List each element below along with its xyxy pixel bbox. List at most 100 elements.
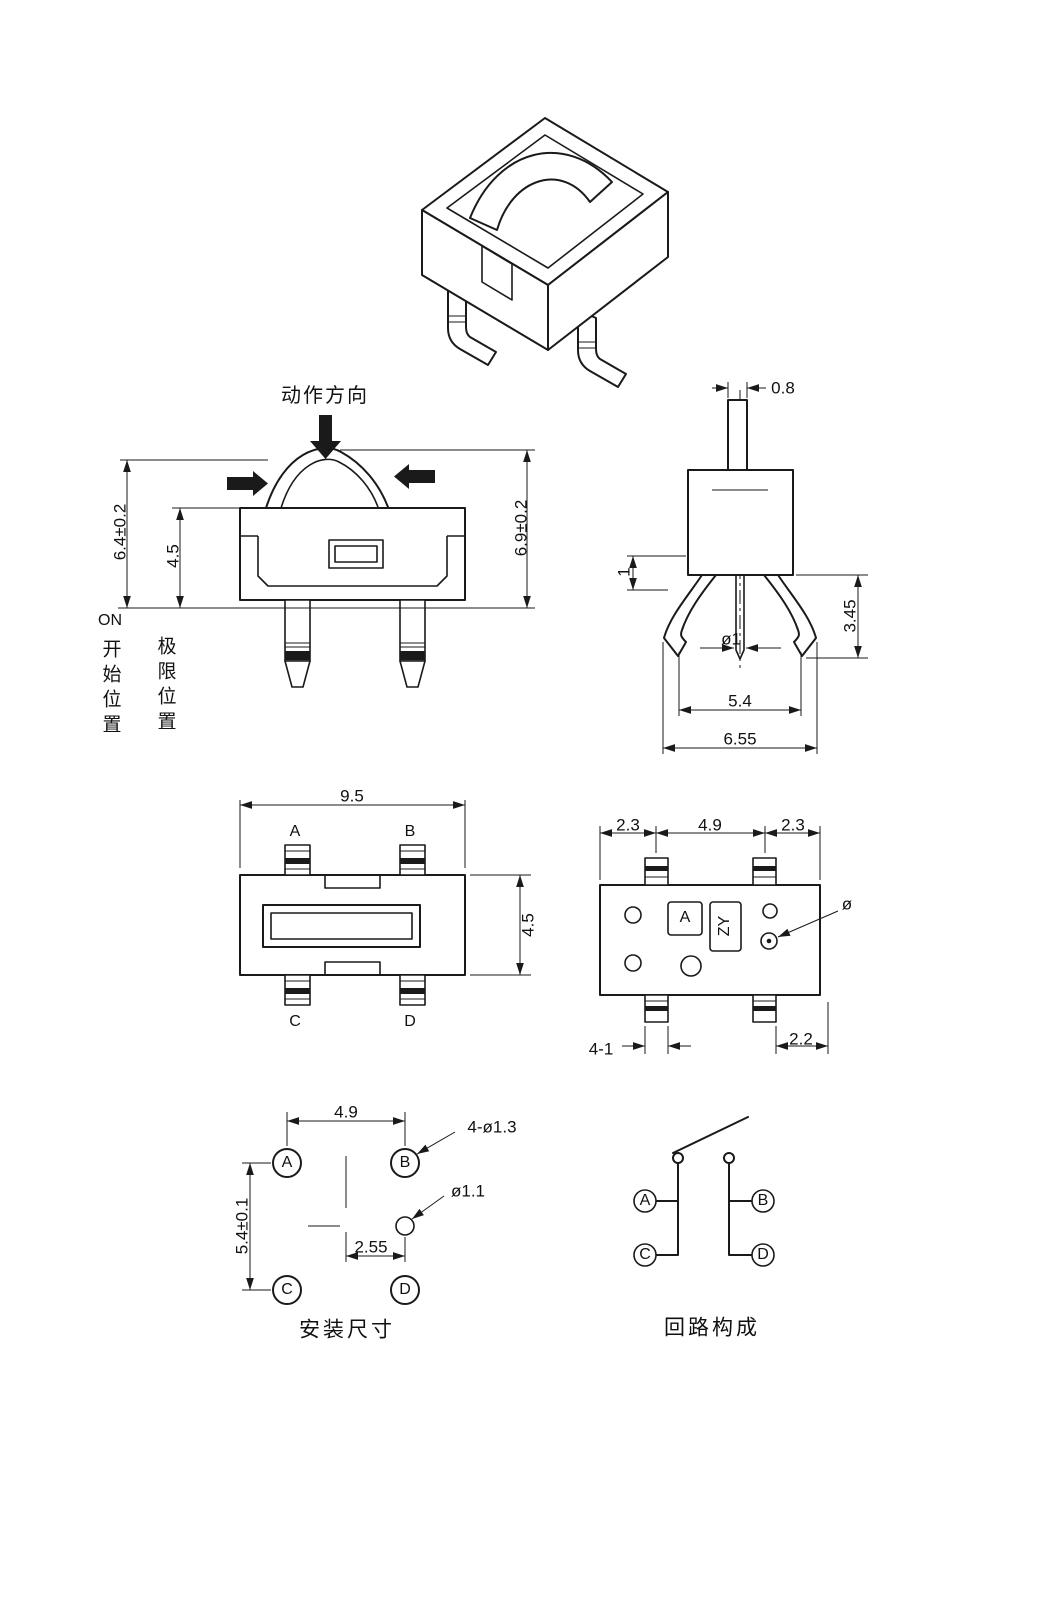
terminal-d-ribs xyxy=(400,980,425,1000)
circuit-terminal-a xyxy=(633,1189,657,1213)
front-contact-window xyxy=(328,539,384,569)
terminal-a-band xyxy=(285,858,310,864)
hole-top-left xyxy=(624,906,642,924)
front-contact-window-inner xyxy=(334,545,378,563)
marking-zy-label: ZY xyxy=(716,915,733,937)
mount-center-offset-label: 2.55 xyxy=(354,1237,388,1257)
iso-right-leg xyxy=(577,309,627,388)
switch-blade xyxy=(672,1116,749,1154)
limit-position-label: 极限位置 xyxy=(154,636,176,736)
marking-a-box xyxy=(667,901,703,936)
dia-symbol-label: ø xyxy=(841,894,853,914)
terminal-b-label: B xyxy=(404,823,416,840)
front-lever-outer xyxy=(265,447,389,509)
dim-width-label: 9.5 xyxy=(340,786,364,806)
side-dim-54-ext xyxy=(678,652,802,716)
circuit-c-label: C xyxy=(639,1246,651,1263)
dim-leg-height-label: 3.45 xyxy=(840,599,860,633)
front-right-leg-band xyxy=(400,651,425,660)
dim-stem-width-label: 0.8 xyxy=(771,378,795,398)
dim-height-limit-label: 4.5 xyxy=(163,544,183,568)
contact-left xyxy=(672,1152,684,1164)
front-inner-contour xyxy=(240,535,465,587)
hole-top-right xyxy=(762,903,778,919)
mount-holes-label: 4-ø1.3 xyxy=(467,1117,517,1137)
pad-d-label: D xyxy=(399,1281,411,1298)
terminal-d-band xyxy=(400,988,425,994)
front-left-leg xyxy=(284,599,311,662)
terminal-c-ribs xyxy=(285,980,310,1000)
pad-a-label: A xyxy=(281,1154,293,1171)
front-right-leg-tip xyxy=(399,660,426,688)
bottomview-terminal-c-band xyxy=(645,1006,668,1011)
action-arrow-left-head xyxy=(394,464,409,489)
hole-bottom-left xyxy=(624,954,642,972)
side-right-leg xyxy=(763,574,817,657)
terminal-b-band xyxy=(400,858,425,864)
circuit-caption: 回路构成 xyxy=(664,1316,760,1340)
action-arrow-left-shaft xyxy=(409,470,435,483)
center-hole-leader xyxy=(411,1195,445,1220)
front-right-leg xyxy=(399,599,426,662)
bottomview-terminal-a xyxy=(644,857,669,886)
top-view xyxy=(239,800,531,1006)
iso-lever xyxy=(469,151,613,231)
iso-top-cutout xyxy=(446,134,644,269)
dim-terminal-width-label: 4-1 xyxy=(588,1039,614,1059)
side-stem xyxy=(727,399,748,471)
pivot-dot xyxy=(766,938,772,944)
start-position-label: 开始位置 xyxy=(99,639,121,739)
circuit-b-label: B xyxy=(757,1192,769,1209)
pad-b-circle xyxy=(390,1148,420,1178)
pad-a-circle xyxy=(272,1148,302,1178)
side-view xyxy=(627,382,868,754)
pad-c-label: C xyxy=(281,1281,293,1298)
pad-c-circle xyxy=(272,1275,302,1305)
terminal-d-label: D xyxy=(404,1013,416,1030)
dim-span-outer-label: 6.55 xyxy=(723,729,757,749)
action-direction-label: 动作方向 xyxy=(281,385,369,407)
holes-leader xyxy=(416,1131,456,1155)
iso-leg-ribs xyxy=(448,315,596,349)
topview-notch-bottom xyxy=(324,961,381,975)
circuit-terminal-c xyxy=(633,1243,657,1267)
iso-left-leg xyxy=(447,279,497,366)
center-marks xyxy=(308,1156,347,1227)
bottomview-terminal-b-band xyxy=(753,866,776,871)
front-lever-inner xyxy=(280,458,379,509)
mounting-caption: 安装尺寸 xyxy=(299,1318,395,1342)
dia-leader xyxy=(777,910,839,938)
action-arrow-down-head xyxy=(310,441,341,459)
dim-right-label: 2.3 xyxy=(781,815,805,835)
dim-height-on-label: 6.4±0.2 xyxy=(110,503,130,561)
terminal-c-label: C xyxy=(289,1013,301,1030)
center-hole-circle xyxy=(395,1216,415,1236)
terminal-b-ribs xyxy=(400,850,425,870)
topview-slot-inner xyxy=(270,912,413,940)
marking-a-label: A xyxy=(679,909,691,926)
circuit-wires xyxy=(655,1162,753,1256)
on-label: ON xyxy=(98,612,122,629)
dim-step-label: 1 xyxy=(614,567,634,577)
topview-slot xyxy=(262,904,421,948)
side-dim-08-ext xyxy=(727,382,748,398)
action-arrow-right-shaft xyxy=(227,477,253,490)
topview-dim-95-ext xyxy=(239,800,466,868)
circuit-terminal-d xyxy=(751,1243,775,1267)
dim-left-label: 2.3 xyxy=(616,815,640,835)
iso-right-face xyxy=(547,191,669,351)
topview-notch-top xyxy=(324,875,381,889)
dim-edge-label: 2.2 xyxy=(789,1029,813,1049)
hole-bottom-center xyxy=(680,955,702,977)
mount-pitch-y-label: 5.4±0.1 xyxy=(232,1197,252,1255)
circuit-terminal-b xyxy=(751,1189,775,1213)
side-left-leg xyxy=(663,574,717,657)
mounting-view xyxy=(242,1112,456,1305)
front-extension-lines xyxy=(118,449,535,609)
side-center-pin xyxy=(735,575,745,660)
dim-span-inner-label: 5.4 xyxy=(728,691,752,711)
bottomview-top-ext xyxy=(599,826,821,880)
front-left-leg-tip xyxy=(284,660,311,688)
